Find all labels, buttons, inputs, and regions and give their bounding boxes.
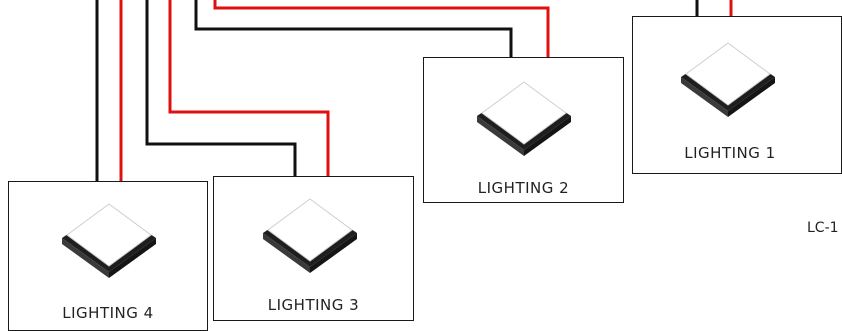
lighting-3-label: LIGHTING 3 xyxy=(267,296,360,314)
led-panel-icon xyxy=(681,42,775,117)
wire-black-lighting-3 xyxy=(145,0,297,176)
lighting-2-box: LIGHTING 2 xyxy=(423,57,624,203)
wire-red-lighting-2 xyxy=(213,0,550,58)
wire-black-lighting-2 xyxy=(194,0,513,58)
wiring-diagram xyxy=(95,0,733,182)
lighting-1-box: LIGHTING 1 xyxy=(632,16,842,174)
wire-red-lighting-3 xyxy=(168,0,330,176)
lighting-4-box: LIGHTING 4 xyxy=(8,181,208,331)
led-panel-icon xyxy=(477,81,571,156)
lighting-3-box: LIGHTING 3 xyxy=(213,176,414,321)
led-panel-icon xyxy=(62,203,156,278)
lighting-1-label: LIGHTING 1 xyxy=(684,144,776,162)
lighting-4-label: LIGHTING 4 xyxy=(62,304,154,322)
led-panel-icon xyxy=(263,198,357,273)
controller-label: LC-1 xyxy=(807,220,839,236)
lighting-2-label: LIGHTING 2 xyxy=(477,179,570,197)
